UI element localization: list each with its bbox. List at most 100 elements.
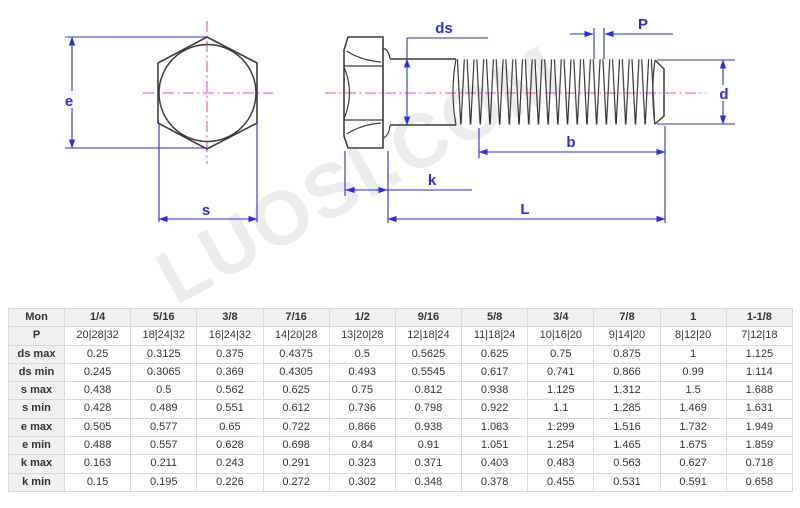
spec-cell: 0.483	[527, 454, 595, 474]
spec-cell: 0.741	[527, 362, 595, 383]
spec-cell: 0.698	[262, 436, 330, 456]
row-label: P	[8, 326, 65, 346]
spec-cell: 12|18|24	[394, 326, 463, 346]
spec-cell: 1.1	[527, 399, 595, 419]
bolt-head-side	[343, 36, 391, 149]
col-header: 1	[659, 307, 727, 328]
spec-cell: 1.114	[725, 362, 794, 383]
spec-cell: 0.99	[659, 362, 727, 383]
spec-cell: 8|12|20	[659, 326, 727, 346]
spec-cell: 0.505	[63, 417, 132, 438]
col-header: 1/2	[328, 307, 396, 328]
spec-cell: 0.617	[461, 362, 529, 383]
spec-cell: 0.5545	[394, 362, 463, 383]
spec-cell: 1.299	[527, 417, 595, 438]
dim-ds-label: ds	[435, 20, 453, 37]
spec-cell: 0.551	[196, 399, 264, 419]
spec-cell: 0.163	[63, 454, 132, 474]
spec-cell: 0.5	[130, 381, 198, 401]
spec-cell: 1.688	[725, 381, 794, 401]
spec-cell: 0.15	[63, 472, 132, 492]
spec-cell: 0.866	[593, 362, 661, 383]
spec-cell: 0.938	[394, 417, 463, 438]
spec-cell: 0.245	[63, 362, 132, 383]
row-label: ds min	[8, 362, 65, 383]
spec-cell: 0.562	[196, 381, 264, 401]
dim-e-label: e	[65, 93, 73, 110]
bolt-tip	[652, 59, 665, 125]
hex-head-outline	[157, 36, 258, 150]
spec-cell: 0.25	[63, 344, 132, 364]
spec-cell: 0.438	[63, 381, 132, 401]
spec-cell: 0.557	[130, 436, 198, 456]
spec-cell: 14|20|28	[262, 326, 330, 346]
spec-cell: 0.65	[196, 417, 264, 438]
spec-cell: 0.5625	[394, 344, 463, 364]
spec-cell: 0.563	[593, 454, 661, 474]
spec-cell: 0.243	[196, 454, 264, 474]
bolt-shank	[390, 58, 457, 126]
spec-cell: 1.949	[725, 417, 794, 438]
spec-cell: 0.75	[328, 381, 396, 401]
spec-cell: 0.378	[461, 472, 529, 492]
spec-cell: 0.488	[63, 436, 132, 456]
spec-cell: 0.272	[262, 472, 330, 492]
spec-cell: 0.798	[394, 399, 463, 419]
dim-d-label-chip	[715, 85, 732, 101]
spec-cell: 0.195	[130, 472, 198, 492]
spec-cell: 0.84	[328, 436, 396, 456]
spec-cell: 0.628	[196, 436, 264, 456]
dim-e-label-chip	[61, 91, 78, 108]
col-header: 5/16	[130, 307, 198, 328]
spec-cell: 0.812	[394, 381, 463, 401]
col-header: 5/8	[461, 307, 529, 328]
spec-cell: 0.591	[659, 472, 727, 492]
spec-cell: 1.465	[593, 436, 661, 456]
dim-p-label: P	[638, 16, 648, 33]
spec-cell: 1.859	[725, 436, 794, 456]
dim-p	[570, 28, 673, 59]
spec-cell: 10|16|20	[527, 326, 595, 346]
corner-header: Mon	[8, 307, 65, 328]
dim-s-label: s	[202, 202, 210, 219]
spec-cell: 0.371	[394, 454, 463, 474]
spec-cell: 1.675	[659, 436, 727, 456]
spec-cell: 9|14|20	[593, 326, 661, 346]
spec-cell: 1.631	[725, 399, 794, 419]
dim-l-label: L	[520, 201, 529, 218]
spec-cell: 0.627	[659, 454, 727, 474]
col-header: 1-1/8	[725, 307, 794, 328]
spec-cell: 0.489	[130, 399, 198, 419]
spec-cell: 0.455	[527, 472, 595, 492]
row-label: k min	[8, 472, 65, 492]
spec-cell: 1.516	[593, 417, 661, 438]
spec-cell: 0.577	[130, 417, 198, 438]
spec-cell: 0.375	[196, 344, 264, 364]
spec-cell: 0.3125	[130, 344, 198, 364]
spec-cell: 0.866	[328, 417, 396, 438]
spec-cell: 1.312	[593, 381, 661, 401]
spec-cell: 0.226	[196, 472, 264, 492]
col-header: 7/16	[262, 307, 330, 328]
row-label: s min	[8, 399, 65, 419]
dim-d-label: d	[719, 86, 728, 103]
spec-cell: 0.323	[328, 454, 396, 474]
spec-cell: 0.658	[725, 472, 794, 492]
spec-cell: 0.736	[328, 399, 396, 419]
spec-cell: 0.722	[262, 417, 330, 438]
dim-l	[387, 151, 666, 223]
spec-cell: 0.922	[461, 399, 529, 419]
spec-cell: 1.469	[659, 399, 727, 419]
col-header: 3/8	[196, 307, 264, 328]
row-label: ds max	[8, 344, 65, 364]
spec-cell: 0.718	[725, 454, 794, 474]
bolt-technical-drawing: LUOSI.COM e s	[61, 16, 735, 305]
spec-cell: 0.211	[130, 454, 198, 474]
front-view: e s	[61, 21, 273, 223]
